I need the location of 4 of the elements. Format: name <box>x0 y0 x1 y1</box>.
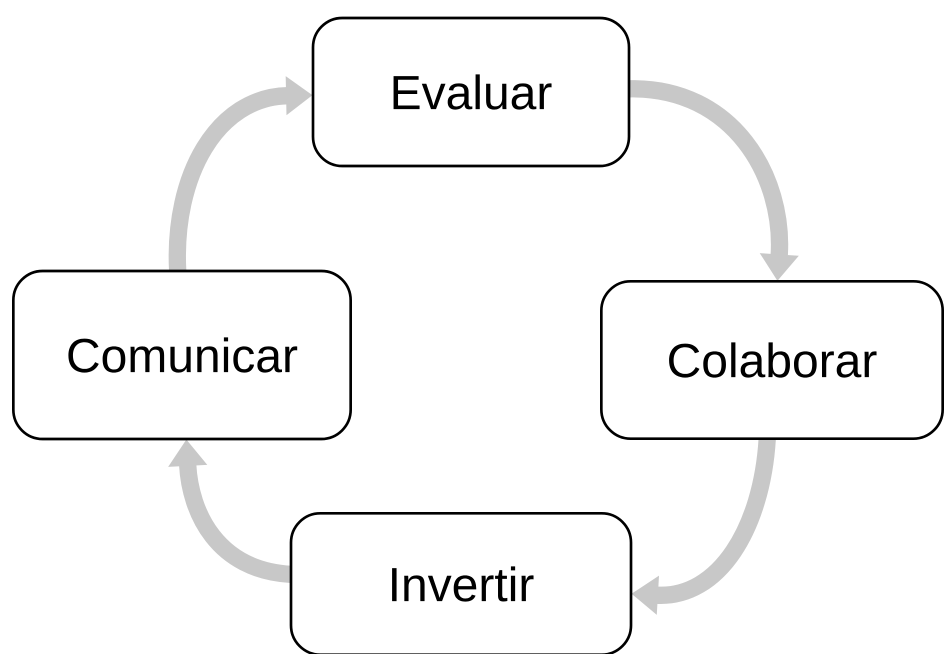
process-box: Evaluar <box>312 16 630 168</box>
process-box: Invertir <box>290 512 632 654</box>
process-box: Colaborar <box>600 280 944 440</box>
process-box: Comunicar <box>12 270 352 440</box>
